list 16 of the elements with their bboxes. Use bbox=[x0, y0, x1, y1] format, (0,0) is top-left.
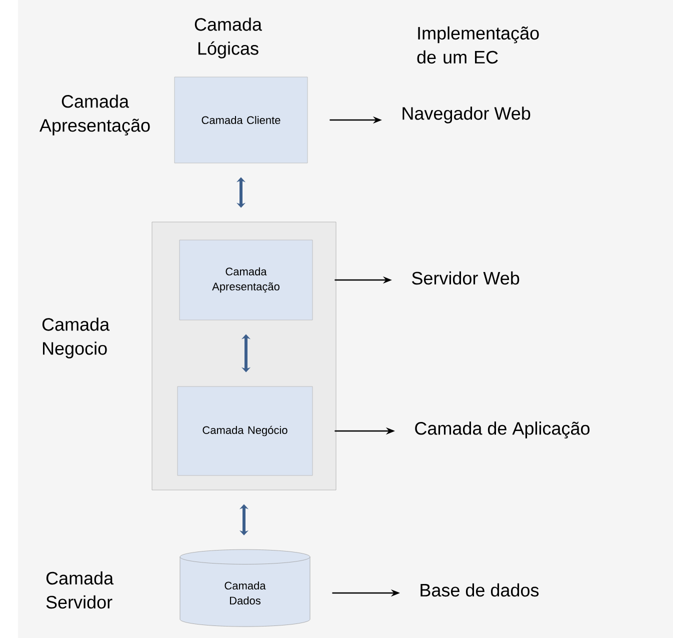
layer-caption: Camada Lógicas bbox=[194, 18, 262, 58]
layer-label: Camada de Aplicação bbox=[415, 422, 590, 438]
layer-caption: Camada Servidor bbox=[46, 571, 114, 609]
layer-caption: Camada Negocio bbox=[42, 318, 110, 358]
layer-label: Base de dados bbox=[420, 583, 539, 597]
layer-label: Navegador Web bbox=[402, 106, 530, 124]
layer-box: Camada Cliente bbox=[174, 76, 308, 164]
layer-caption: Camada Apresentação bbox=[40, 94, 150, 136]
layer-caption: Implementação de um EC bbox=[417, 26, 539, 64]
database-cylinder: Camada Dados bbox=[180, 549, 310, 627]
layer-label: Servidor Web bbox=[412, 271, 520, 285]
arrow bbox=[236, 177, 246, 208]
arrow bbox=[241, 334, 251, 372]
layer-box: Camada Apresentação bbox=[179, 240, 313, 320]
layer-box: Camada Negócio bbox=[177, 386, 313, 476]
arrow bbox=[239, 504, 249, 536]
